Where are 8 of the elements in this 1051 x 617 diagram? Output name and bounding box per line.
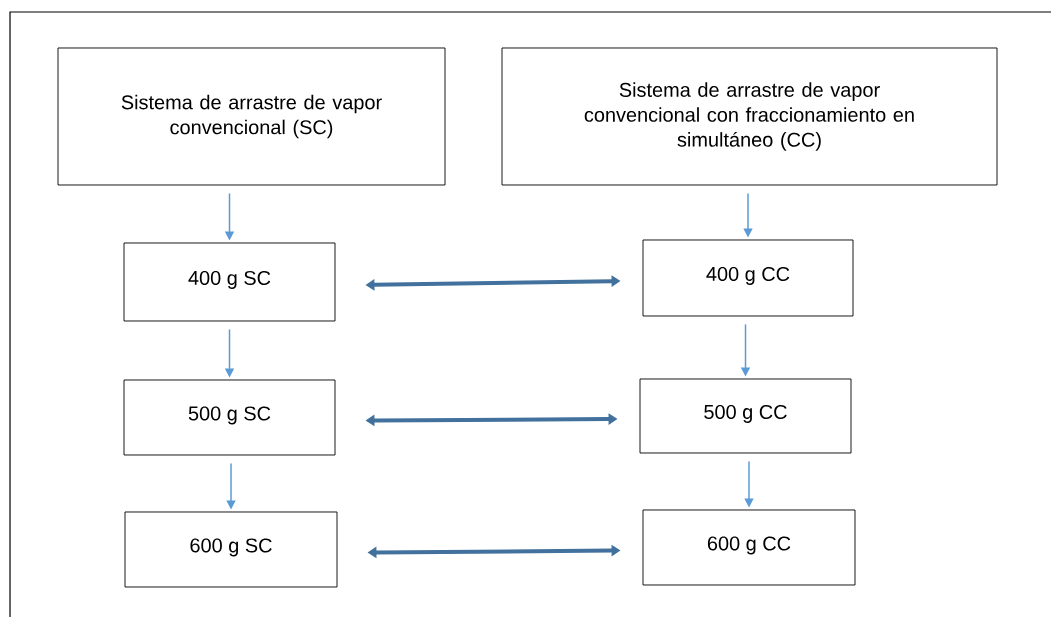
- sample-box: 600 g CC: [642, 509, 856, 586]
- system-box: Sistema de arrastre de vapor convencional con fraccionamiento en simultáneo (CC): [501, 47, 998, 186]
- sample-box: 500 g SC: [123, 379, 336, 456]
- sample-box: 500 g CC: [639, 378, 852, 454]
- sample-box: 600 g SC: [124, 511, 338, 588]
- sample-box: 400 g CC: [642, 239, 854, 317]
- sample-box: 400 g SC: [123, 242, 336, 322]
- system-box: Sistema de arrastre de vapor convencional (SC): [57, 47, 446, 186]
